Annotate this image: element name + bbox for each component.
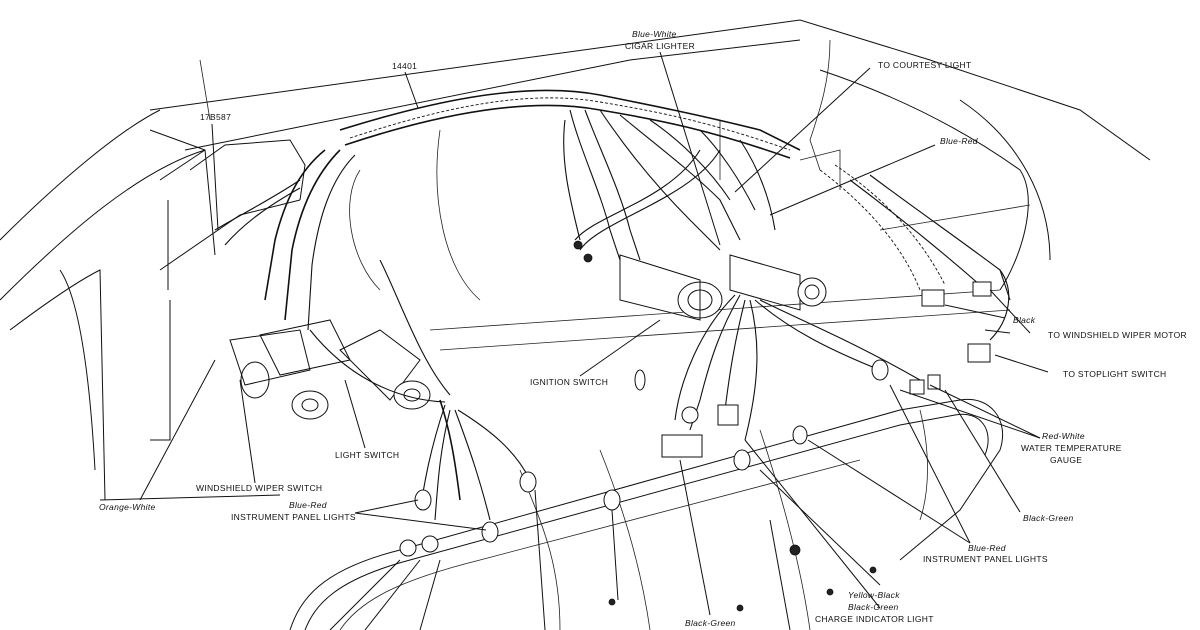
label-light-switch: LIGHT SWITCH [335, 450, 400, 460]
label-wiper-switch: WINDSHIELD WIPER SWITCH [196, 483, 323, 493]
label-yellow-black: Yellow-Black [848, 590, 900, 600]
lower-harness [309, 259, 921, 521]
label-courtesy-light: TO COURTESY LIGHT [878, 60, 972, 70]
right-bundle [819, 164, 1011, 341]
label-charge-indicator: CHARGE INDICATOR LIGHT [815, 614, 934, 624]
label-blue-red-left: Blue-Red [289, 500, 327, 510]
center-wires [563, 109, 776, 261]
label-cigar-lighter: CIGAR LIGHTER [625, 41, 696, 51]
label-red-white: Red-White [1042, 431, 1085, 441]
label-water-temp-2: GAUGE [1050, 455, 1083, 465]
label-water-temp-1: WATER TEMPERATURE [1021, 443, 1122, 453]
ignition-switch-body [619, 254, 827, 321]
label-black-green-right: Black-Green [1023, 513, 1074, 523]
left-switch-assembly [229, 319, 431, 420]
label-cigar-wire: Blue-White [632, 29, 677, 39]
label-ipl-right: INSTRUMENT PANEL LIGHTS [923, 554, 1048, 564]
label-14401: 14401 [392, 61, 418, 71]
label-blue-red-top: Blue-Red [940, 136, 978, 146]
label-ipl-left: INSTRUMENT PANEL LIGHTS [231, 512, 356, 522]
label-orange-white: Orange-White [99, 502, 156, 512]
leader-lines [139, 51, 1049, 630]
cowl-outline [0, 19, 1151, 501]
label-black-green-bottom-left: Black-Green [685, 618, 736, 628]
label-ignition-switch: IGNITION SWITCH [530, 377, 609, 387]
label-blue-red-right: Blue-Red [968, 543, 1006, 553]
instrument-cluster [289, 398, 1004, 630]
label-17b587: 17B587 [200, 112, 232, 122]
label-stoplight-switch: TO STOPLIGHT SWITCH [1063, 369, 1167, 379]
label-black-green-bottom: Black-Green [848, 602, 899, 612]
bulb-sockets [399, 240, 992, 612]
label-wiper-motor: TO WINDSHIELD WIPER MOTOR [1048, 330, 1187, 340]
main-harness [214, 89, 801, 331]
label-black: Black [1013, 315, 1036, 325]
